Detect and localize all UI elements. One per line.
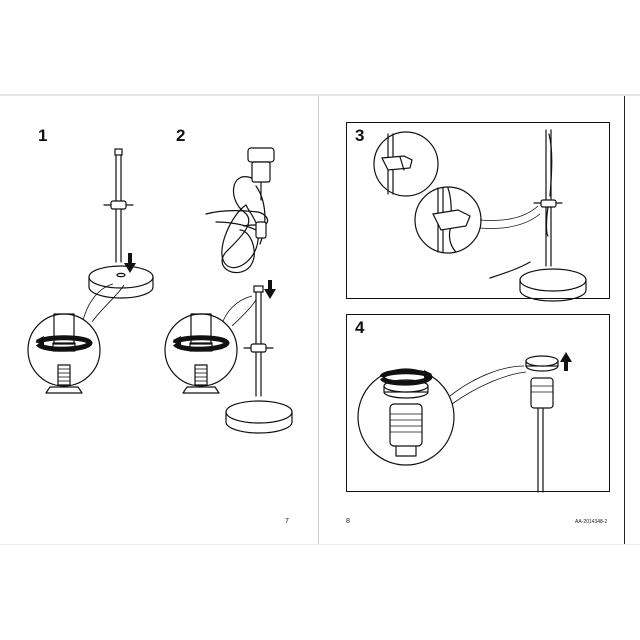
page-bottom-border	[0, 544, 640, 545]
page-number-right: 8	[346, 518, 350, 525]
step-number-4: 4	[355, 318, 365, 337]
page-gutter	[318, 96, 319, 544]
page-number-left: 7	[285, 518, 289, 525]
instruction-spread	[0, 96, 640, 544]
step-number-3: 3	[355, 126, 365, 145]
page-right-edge	[624, 96, 625, 544]
page-top-border	[0, 94, 640, 96]
step-4-panel	[346, 314, 610, 492]
step-number-1: 1	[38, 126, 48, 145]
document-code: AA-2014348-2	[575, 519, 608, 525]
step-number-2: 2	[176, 126, 186, 145]
step-3-panel	[346, 122, 610, 299]
